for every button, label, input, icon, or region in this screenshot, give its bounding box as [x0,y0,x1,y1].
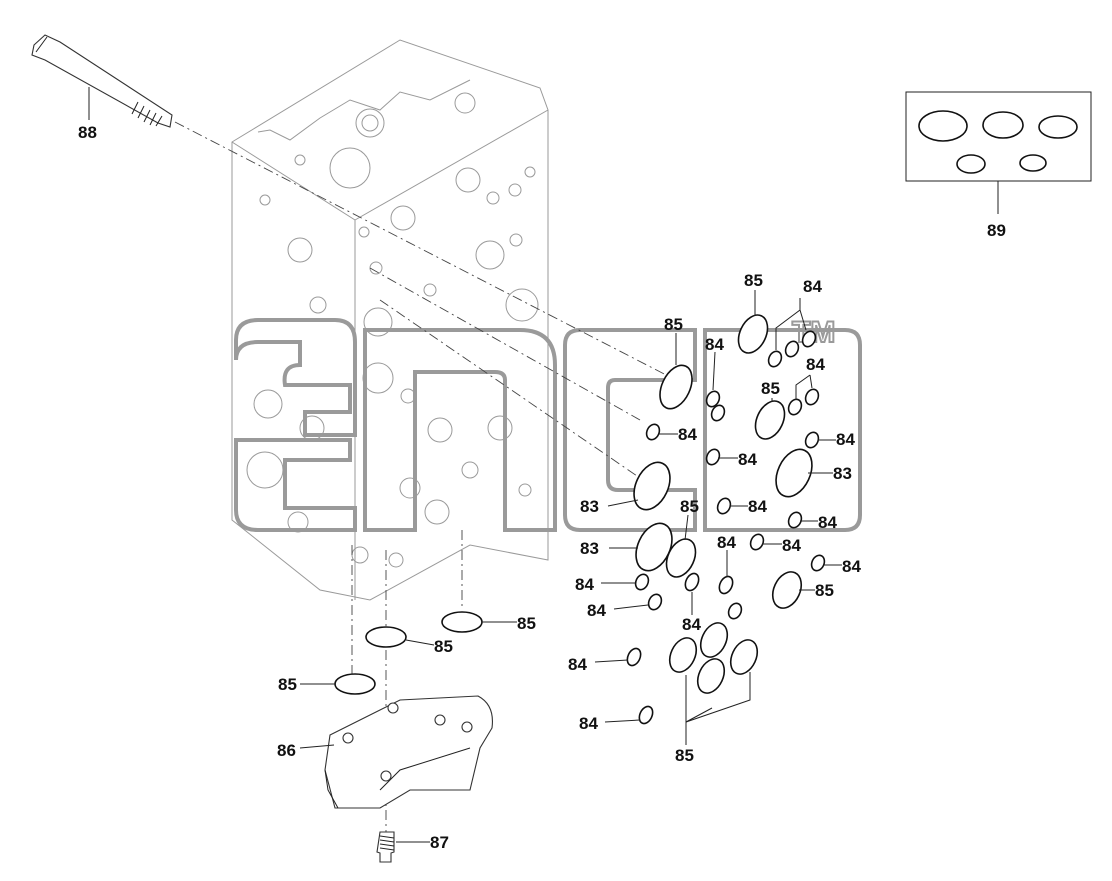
callout-83: 83 [833,464,852,483]
callout-84: 84 [842,557,861,576]
callout-84: 84 [748,497,767,516]
callout-85: 85 [675,746,694,765]
callout-85: 85 [434,637,453,656]
leader-lines [88,87,842,843]
screw-87 [376,831,395,863]
callout-84: 84 [587,601,606,620]
callout-83: 83 [580,497,599,516]
callout-88: 88 [78,123,97,142]
callout-84: 84 [806,355,825,374]
callout-84: 84 [705,335,724,354]
callout-84: 84 [782,536,801,555]
callout-85: 85 [278,675,297,694]
callout-84: 84 [818,513,837,532]
callout-85: 85 [761,379,780,398]
cover-plate-86 [324,695,493,809]
callout-labels: 88 89 85 84 85 84 84 85 84 84 84 83 83 8… [78,123,1006,852]
callout-84: 84 [579,714,598,733]
callout-84: 84 [678,425,697,444]
callout-84: 84 [575,575,594,594]
callout-86: 86 [277,741,296,760]
callout-85: 85 [517,614,536,633]
callout-84: 84 [803,277,822,296]
bolt-88 [31,34,173,128]
callout-84: 84 [717,533,736,552]
seal-kit-box-89 [905,91,1092,214]
callout-85: 85 [815,581,834,600]
callout-89: 89 [987,221,1006,240]
o-rings [334,314,826,725]
callout-84: 84 [682,615,701,634]
callout-85: 85 [680,497,699,516]
callout-85: 85 [744,271,763,290]
callout-87: 87 [430,833,449,852]
callout-84: 84 [836,430,855,449]
callout-85: 85 [664,315,683,334]
callout-84: 84 [738,450,757,469]
callout-84: 84 [568,655,587,674]
callout-83: 83 [580,539,599,558]
